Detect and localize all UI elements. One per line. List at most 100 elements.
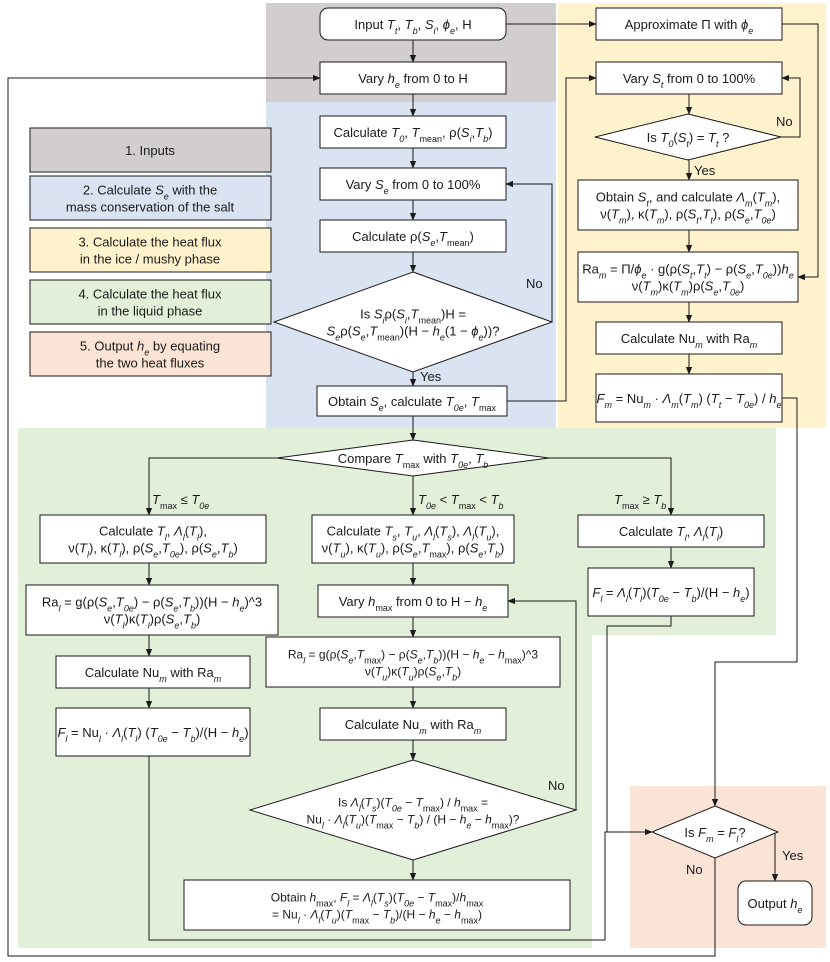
node-f-m-line: Fm = Num · Λm(Tm) (Tt − T0e) / he [597, 391, 782, 410]
node-left-nu-line: Calculate Num with Ram [85, 665, 222, 684]
node-obtain-st-line: ν(Tm), κ(Tm), ρ(St,Tt), ρ(Se,T0e) [600, 207, 776, 226]
label-flux-no: No [548, 778, 565, 793]
node-obtain-st: Obtain S_t, and calculate Λ_m(T_m), ν(T_… [577, 179, 799, 231]
node-left-ra-line: ν(Tl)κ(Tl)ρ(Se,Tb) [104, 612, 201, 631]
node-vary-he-line: Vary he from 0 to H [358, 71, 468, 90]
node-mid-nu: Calculate Nu_m with Ra_mCalculate Num wi… [319, 707, 507, 741]
node-ra-m-line: ν(Tm)κ(Tm)ρ(Se,T0e) [632, 279, 745, 298]
svg-text:the two heat fluxes: the two heat fluxes [96, 356, 205, 371]
label-branch-left: Tmax ≤ T0e [152, 492, 209, 511]
node-mid-ra-line: Ral = g(ρ(Se,Tmax) − ρ(Se,Tb))(H − he − … [288, 648, 539, 666]
node-right-calc: Calculate T_l, Λ_l(T_l)Calculate Tl, Λl(… [577, 514, 765, 548]
svg-text:1. Inputs: 1. Inputs [125, 143, 175, 158]
label-final-no: No [686, 862, 703, 877]
node-vary-st-line: Vary St from 0 to 100% [623, 71, 756, 90]
svg-text:mass conservation of the salt: mass conservation of the salt [66, 200, 235, 215]
edge-right-f-final [606, 616, 672, 832]
legend-item-2: 2. Calculate S_e with the mass conservat… [29, 175, 272, 221]
node-calc-rho-line: Calculate ρ(Se,Tmean) [352, 229, 474, 248]
node-f-m: F_m = Nu_m · Λ_m(T_m) (T_t − T_0e) / h_e… [595, 373, 783, 423]
svg-text:2. Calculate Se with the: 2. Calculate Se with the [83, 183, 217, 202]
node-left-ra-line: Ral = g(ρ(Se,T0e) − ρ(Se,Tb))(H − he)^3 [42, 595, 262, 614]
node-nu-m-line: Calculate Num with Ram [621, 331, 758, 350]
svg-text:5. Output he by equating: 5. Output he by equating [80, 339, 220, 358]
node-obtain-hmax-line: = Nul · Λl(Tu)(Tmax − Tb)/(H − he − hmax… [272, 908, 482, 926]
node-input: Input T_t, T_b, S_i, ϕ_e, HInput Tt, Tb,… [319, 7, 507, 41]
edge-approx-to-ram [782, 23, 819, 281]
edge-compare-right [549, 457, 675, 516]
node-left-f: F_l = Nu_l · Λ_l(T_l) (T_0e − T_b) / (H … [55, 707, 251, 757]
node-mid-nu-line: Calculate Num with Ram [345, 717, 482, 736]
node-mid-calc-line: Calculate Ts, Tu, Λl(Ts), Λl(Tu), [327, 524, 500, 543]
node-t0-check: Is T_0(S_t) = T_t ?Is T0(St) = Tt ? [594, 113, 782, 161]
legend-item-4: 4. Calculate the heat flux in the liquid… [29, 279, 272, 325]
node-vary-hmax-line: Vary hmax from 0 to H − he [339, 594, 488, 613]
node-left-f-line: Fl = Nul · Λl(Tl) (T0e − Tb)/(H − he) [57, 725, 248, 744]
label-branch-mid: T0e < Tmax < Tb [418, 492, 504, 511]
edge-left-f-final [148, 756, 653, 941]
edge-final-no [7, 74, 716, 957]
node-obtain-hmax: Obtain h_max, F_l = Λ_l(T_s)(T_0e − T_ma… [183, 879, 571, 931]
node-vary-se: Vary S_e from 0 to 100%Vary Se from 0 to… [319, 167, 507, 201]
node-mid-calc-line: ν(Tu), κ(Tu), ρ(Se,Tmax), ρ(Se,Tb) [322, 541, 505, 560]
node-vary-se-line: Vary Se from 0 to 100% [346, 177, 481, 196]
node-mid-calc: Calculate T_s, T_u, Λ_l(T_s), Λ_l(T_u), … [311, 514, 515, 564]
edge-flux-no [507, 597, 577, 810]
node-obtain-se-line: Obtain Se, calculate T0e, Tmax [328, 394, 496, 413]
node-ra-m: Ra_m = Π/ϕ_e · g(ρ(S_t,T_t) − ρ(S_e,T_0e… [577, 251, 799, 303]
node-compare-line: Compare Tmax with T0e, Tb [338, 451, 489, 470]
svg-text:in the ice / mushy phase: in the ice / mushy phase [80, 252, 220, 267]
edge-compare-left [145, 457, 277, 516]
node-left-calc-line: Calculate Tl, Λl(Tl), [99, 524, 207, 543]
node-salt-check-line: Is Siρ(Si,Tmean)H = [360, 307, 466, 326]
node-calc-t0: Calculate T_0, T_mean, ρ(S_i,T_b)Calcula… [319, 115, 507, 149]
node-right-f-line: Fl = Λl(Tl)(T0e − Tb)/(H − he) [592, 585, 749, 604]
label-branch-right: Tmax ≥ Tb [614, 492, 666, 511]
node-ra-m-line: Ram = Π/ϕe · g(ρ(St,Tt) − ρ(Se,T0e))he [582, 262, 793, 281]
node-left-nu: Calculate Nu_m with Ra_mCalculate Num wi… [55, 655, 251, 689]
node-flux-check: Is Λ_l(T_s)(T_0e − T_max) / h_max = Nu_l… [248, 759, 578, 861]
node-calc-t0-line: Calculate T0, Tmean, ρ(Si,Tb) [333, 125, 492, 144]
label-t0-no: No [776, 114, 793, 129]
node-right-f: F_l = Λ_l(T_l) (T_0e − T_b) / (H − h_e)F… [587, 567, 755, 617]
node-salt-check: Is S_i ρ(S_i,T_mean) H = S_e ρ(S_e,T_mea… [272, 271, 554, 373]
node-approx-pi-line: Approximate Π with ϕe [625, 17, 754, 36]
node-salt-check-line: Seρ(Se,Tmean)(H − he(1 − ϕe))? [327, 324, 500, 343]
label-salt-no: No [526, 276, 543, 291]
node-t0-check-line: Is T0(St) = Tt ? [647, 130, 730, 149]
node-input-line: Input Tt, Tb, Si, ϕe, H [354, 17, 471, 36]
label-final-yes: Yes [782, 848, 804, 863]
edge-salt-no [505, 180, 553, 322]
node-calc-rho: Calculate ρ(S_e,T_mean)Calculate ρ(Se,Tm… [319, 219, 507, 253]
legend-item-5: 5. Output h_e by equating the two heat f… [29, 331, 272, 377]
node-obtain-st-line: Obtain St, and calculate Λm(Tm), [596, 190, 780, 209]
node-flux-check-line: Is Λl(Ts)(T0e − Tmax) / hmax = [338, 796, 488, 814]
legend-item-1: 1. Inputs1. Inputs [29, 127, 272, 173]
node-compare: Compare T_max with T_0e, T_bCompare Tmax… [276, 439, 550, 477]
node-final-check-line: Is Fm = Fl? [684, 825, 745, 844]
node-mid-ra-line: ν(Tu)κ(Tu)ρ(Se,Tb) [365, 665, 461, 683]
svg-text:3. Calculate the heat flux: 3. Calculate the heat flux [78, 235, 222, 250]
region-salt [266, 102, 556, 428]
label-salt-yes: Yes [420, 369, 442, 384]
node-output-line: Output he [748, 896, 803, 915]
label-t0-yes: Yes [694, 163, 716, 178]
node-output: Output h_eOutput he [737, 880, 813, 926]
node-left-calc: Calculate T_l, Λ_l(T_l), ν(T_l), κ(T_l),… [39, 514, 267, 564]
edge-fm-final [711, 397, 798, 807]
svg-text:4. Calculate the heat flux: 4. Calculate the heat flux [78, 287, 222, 302]
legend-item-3: 3. Calculate the heat flux in the ice / … [29, 227, 272, 273]
node-flux-check-line: Nul · Λl(Tu)(Tmax − Tb) / (H − he − hmax… [307, 813, 520, 831]
node-final-check: Is F_m = F_l?Is Fm = Fl? [650, 805, 780, 859]
edge-obtain-se-to-vary-st [507, 74, 597, 402]
node-approx-pi: Approximate Π with ϕ_eApproximate Π with… [595, 7, 783, 41]
node-nu-m: Calculate Nu_m with Ra_mCalculate Num wi… [595, 321, 783, 355]
node-right-calc-line: Calculate Tl, Λl(Tl) [619, 524, 723, 543]
node-obtain-se: Obtain S_e, calculate T_0e, T_maxObtain … [316, 385, 508, 417]
edge-t0-no [781, 74, 801, 138]
node-vary-st: Vary S_t from 0 to 100%Vary St from 0 to… [595, 61, 783, 95]
